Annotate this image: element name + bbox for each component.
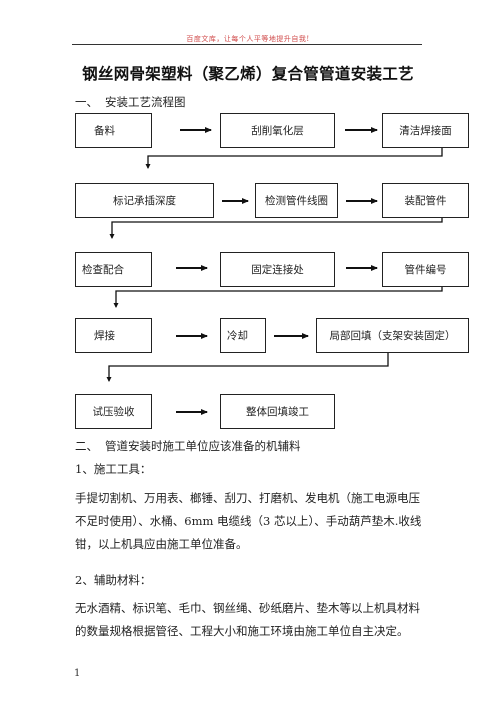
connector-4-5 xyxy=(106,353,389,382)
item-1-body: 手提切割机、万用表、榔锤、刮刀、打磨机、发电机（施工电源电压 不足时使用）、水桶… xyxy=(75,487,435,556)
flow-step-pressure-test: 试压验收 xyxy=(75,394,152,429)
page-number: 1 xyxy=(74,668,81,679)
flow-step-cool: 冷却 xyxy=(220,318,266,353)
item-1-line: 钳，以上机具应由施工单位准备。 xyxy=(75,537,248,551)
connector-1-2 xyxy=(145,148,443,169)
item-2-line: 的数量规格根据管径、工程大小和施工环境由施工单位自主决定。 xyxy=(75,624,409,638)
flow-step-weld: 焊接 xyxy=(75,318,152,353)
flow-step-fix-joint: 固定连接处 xyxy=(220,252,335,287)
item-2-line: 无水酒精、标识笔、毛巾、钢丝绳、砂纸磨片、垫木等以上机具材料 xyxy=(75,601,420,615)
flow-step-check-coil: 检测管件线圈 xyxy=(255,183,338,218)
flow-step-check-fit: 检查配合 xyxy=(75,252,152,287)
flow-step-clean-weld-surface: 清洁焊接面 xyxy=(382,113,469,148)
flow-step-number-fittings: 管件编号 xyxy=(382,252,469,287)
section-2-heading: 二、管道安装时施工单位应该准备的机辅料 xyxy=(75,438,301,454)
flow-step-mark-socket-depth: 标记承插深度 xyxy=(75,183,214,218)
connector-2-3 xyxy=(109,218,443,239)
connector-3-4 xyxy=(113,287,443,308)
item-1-heading: 1、施工工具： xyxy=(75,462,152,476)
section-1-number: 一、 xyxy=(75,95,98,109)
flow-step-scrape-oxide: 刮削氧化层 xyxy=(220,113,335,148)
flow-step-prepare-materials: 备料 xyxy=(75,113,152,148)
section-1-heading: 一、安装工艺流程图 xyxy=(75,94,186,110)
item-2-body: 无水酒精、标识笔、毛巾、钢丝绳、砂纸磨片、垫木等以上机具材料 的数量规格根据管径… xyxy=(75,597,435,643)
item-2-heading: 2、辅助材料： xyxy=(75,573,152,587)
section-2-label: 管道安装时施工单位应该准备的机辅料 xyxy=(105,439,301,453)
item-1-line: 手提切割机、万用表、榔锤、刮刀、打磨机、发电机（施工电源电压 xyxy=(75,491,420,505)
flow-step-assemble-fittings: 装配管件 xyxy=(382,183,469,218)
item-1-line: 不足时使用）、水桶、6mm 电缆线（3 芯以上）、手动葫芦垫木.收线 xyxy=(75,514,422,528)
flow-step-final-backfill: 整体回填竣工 xyxy=(220,394,335,429)
document-title: 钢丝网骨架塑料（聚乙烯）复合管管道安装工艺 xyxy=(82,65,414,83)
header-note: 百度文库，让每个人平等地提升自我! xyxy=(186,35,310,43)
header-rule xyxy=(72,44,422,45)
section-1-label: 安装工艺流程图 xyxy=(105,95,186,109)
section-2-number: 二、 xyxy=(75,439,98,453)
flow-step-partial-backfill: 局部回填（支架安装固定） xyxy=(316,318,469,353)
